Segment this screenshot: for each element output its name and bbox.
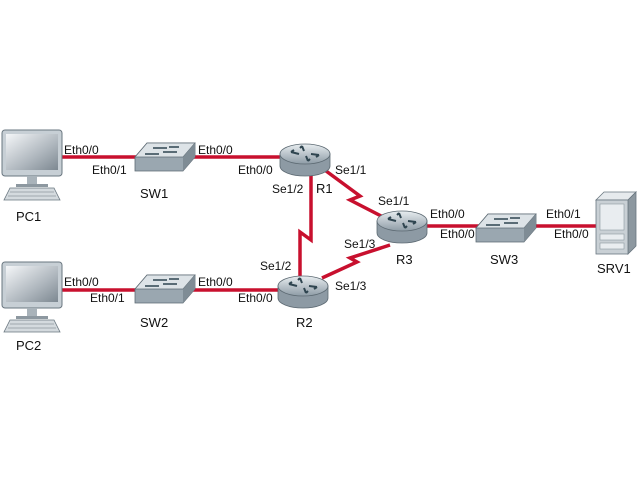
- sw3-label: SW3: [490, 252, 518, 267]
- port-label: Se1/2: [272, 182, 304, 196]
- pc2-device[interactable]: PC2: [1, 261, 63, 353]
- port-label: Eth0/0: [554, 227, 589, 241]
- r1-device[interactable]: R1: [279, 143, 333, 196]
- pc1-device[interactable]: PC1: [1, 129, 63, 224]
- r3-label: R3: [396, 252, 413, 267]
- sw1-label: SW1: [140, 186, 168, 201]
- srv1-label: SRV1: [597, 261, 631, 276]
- port-label: Se1/1: [378, 194, 410, 208]
- r3-device[interactable]: R3: [376, 210, 428, 267]
- link-r2-r3-serial[interactable]: [321, 243, 391, 280]
- port-labels: Eth0/0 Eth0/1 Eth0/0 Eth0/0 Eth0/0 Eth0/…: [64, 143, 589, 305]
- links: [60, 155, 598, 292]
- port-label: Eth0/0: [198, 275, 233, 289]
- pc1-label: PC1: [16, 209, 41, 224]
- port-label: Se1/3: [335, 279, 367, 293]
- server-icon: [595, 191, 637, 255]
- router-icon: [279, 143, 331, 177]
- router-icon: [277, 275, 329, 309]
- r2-device[interactable]: R2: [277, 275, 329, 330]
- port-label: Eth0/0: [430, 207, 465, 221]
- switch-icon: [134, 274, 196, 304]
- port-label: Eth0/0: [64, 275, 99, 289]
- port-label: Se1/2: [260, 259, 292, 273]
- pc2-label: PC2: [16, 338, 41, 353]
- r1-label: R1: [316, 181, 333, 196]
- router-icon: [376, 210, 428, 244]
- switch-icon: [475, 213, 537, 243]
- port-label: Eth0/0: [64, 143, 99, 157]
- pc-icon: [1, 261, 63, 333]
- port-label: Eth0/0: [198, 143, 233, 157]
- srv1-device[interactable]: SRV1: [595, 191, 637, 276]
- port-label: Eth0/0: [238, 163, 273, 177]
- port-label: Eth0/1: [546, 207, 581, 221]
- port-label: Eth0/0: [440, 227, 475, 241]
- port-label: Se1/1: [335, 163, 367, 177]
- sw3-device[interactable]: SW3: [475, 213, 537, 267]
- port-label: Eth0/1: [90, 291, 125, 305]
- port-label: Eth0/0: [238, 291, 273, 305]
- link-r1-r2-serial[interactable]: [298, 175, 313, 280]
- r2-label: R2: [296, 315, 313, 330]
- port-label: Eth0/1: [92, 163, 127, 177]
- sw1-device[interactable]: SW1: [134, 142, 196, 201]
- sw2-label: SW2: [140, 315, 168, 330]
- sw2-device[interactable]: SW2: [134, 274, 196, 330]
- link-r1-r3-serial[interactable]: [320, 166, 386, 220]
- switch-icon: [134, 142, 196, 172]
- pc-icon: [1, 129, 63, 201]
- port-label: Se1/3: [344, 237, 376, 251]
